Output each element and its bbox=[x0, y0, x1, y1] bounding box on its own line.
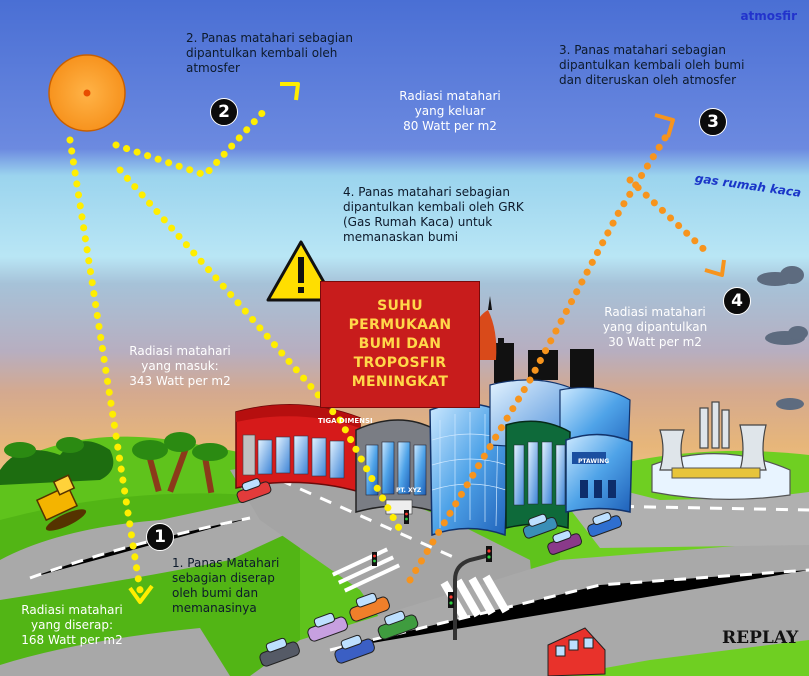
step-1-badge: 1 bbox=[146, 523, 174, 551]
cloud-icon bbox=[757, 266, 808, 410]
replay-button[interactable]: REPLAY bbox=[722, 628, 799, 648]
step-3-text: 3. Panas matahari sebagian dipantulkan k… bbox=[559, 43, 745, 87]
power-plant bbox=[651, 401, 791, 500]
solar-radiation-rays bbox=[66, 106, 404, 594]
cars bbox=[236, 478, 623, 667]
arrow-down-icon bbox=[704, 259, 726, 277]
reflected-radiation-rays bbox=[406, 126, 714, 584]
arrow-up-icon bbox=[654, 113, 675, 138]
step-3-badge: 3 bbox=[699, 108, 727, 136]
warning-text: SUHU PERMUKAAN BUMI DAN TROPOSFIR MENING… bbox=[348, 298, 452, 390]
building-sign: TIGA DIMENSI bbox=[318, 417, 373, 425]
atmosphere-label: atmosfir bbox=[740, 9, 797, 23]
outgoing-radiation-text: Radiasi matahari yang keluar 80 Watt per… bbox=[399, 89, 501, 133]
absorbed-radiation-text: Radiasi matahari yang diserap: 168 Watt … bbox=[21, 603, 123, 647]
building-sign: PTAWING bbox=[578, 458, 610, 465]
bulldozer-icon bbox=[35, 474, 87, 531]
warning-icon bbox=[266, 240, 336, 302]
step-1-text: 1. Panas Matahari sebagian diserap oleh … bbox=[172, 556, 280, 615]
step-2-badge: 2 bbox=[210, 98, 238, 126]
traffic-light-icon bbox=[372, 510, 492, 640]
step-2-text: 2. Panas matahari sebagian dipantulkan k… bbox=[186, 31, 353, 75]
arrow-down-icon bbox=[128, 584, 154, 604]
bus-icon bbox=[547, 627, 606, 676]
warning-box: SUHU PERMUKAAN BUMI DAN TROPOSFIR MENING… bbox=[320, 281, 480, 408]
building-sign: PT. XYZ bbox=[396, 487, 422, 494]
arrow-up-icon bbox=[280, 82, 300, 101]
step-4-badge: 4 bbox=[723, 287, 751, 315]
reflected-radiation-text: Radiasi matahari yang dipantulkan 30 Wat… bbox=[602, 305, 708, 349]
trees bbox=[0, 432, 228, 494]
step-4-text: 4. Panas matahari sebagian dipantulkan k… bbox=[343, 185, 524, 244]
incoming-radiation-text: Radiasi matahari yang masuk: 343 Watt pe… bbox=[129, 344, 231, 388]
